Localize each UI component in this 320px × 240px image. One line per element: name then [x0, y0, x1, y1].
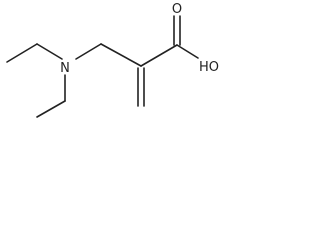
atom-hydroxyl: HO: [199, 60, 219, 75]
bond-ethyl2-ch2-ch3: [36, 100, 66, 118]
structure-diagram: N O HO: [6, 2, 219, 118]
bond-n-ch2-bridge: [75, 43, 102, 60]
atom-oxygen-carbonyl: O: [172, 2, 182, 17]
bond-alpha-carboxyl: [140, 44, 178, 67]
bond-ch2-bridge-alpha: [100, 43, 142, 67]
bond-carboxyl-oh: [176, 44, 199, 59]
bond-ethyl1-ch2-n: [36, 43, 63, 60]
atom-nitrogen: N: [60, 61, 70, 76]
bond-ethyl1-ch3-ch2: [6, 43, 38, 63]
